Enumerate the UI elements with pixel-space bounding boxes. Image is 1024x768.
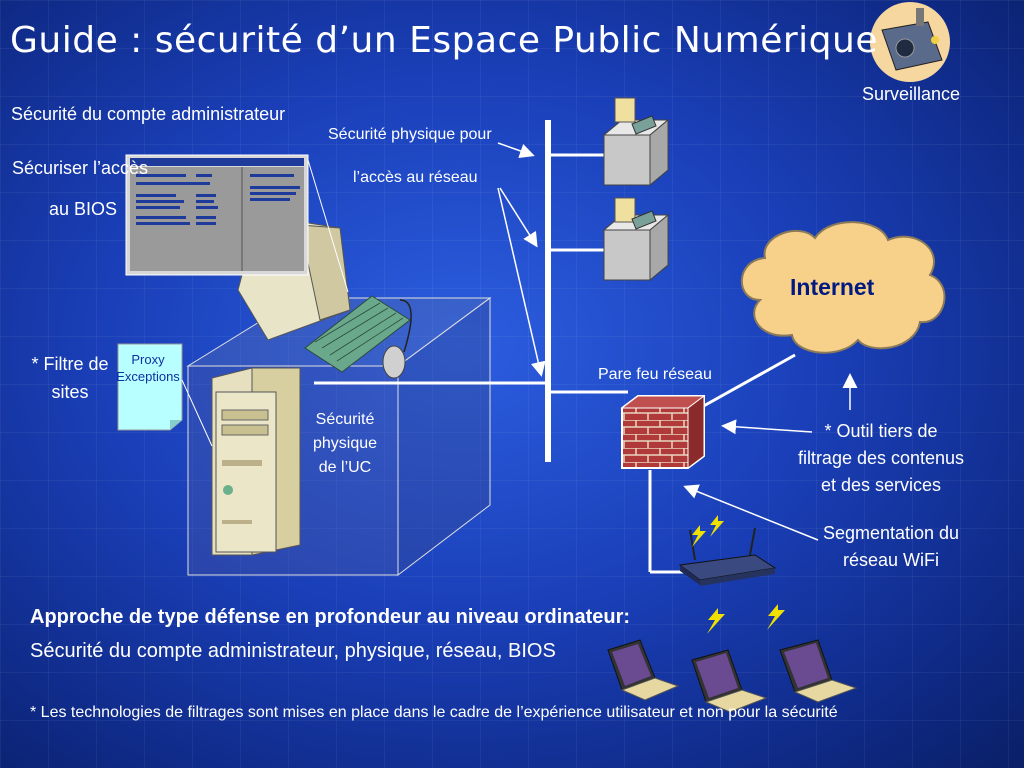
approach-detail: Sécurité du compte administrateur, physi… bbox=[30, 640, 556, 662]
tool-line2: filtrage des contenus bbox=[797, 448, 965, 468]
tool-line3: et des services bbox=[820, 475, 942, 495]
footnote: * Les technologies de filtrages sont mis… bbox=[30, 704, 838, 721]
physical-net-line1: Sécurité physique pour bbox=[328, 126, 492, 143]
uc-line2: physique bbox=[312, 435, 378, 452]
wifi-router-icon bbox=[678, 515, 777, 586]
bios-label-line2: au BIOS bbox=[49, 199, 118, 219]
laptop-2-icon bbox=[691, 608, 768, 713]
bios-label-line1: Sécuriser l’accès bbox=[12, 158, 149, 178]
uc-line3: de l’UC bbox=[318, 459, 372, 476]
surveillance-label: Surveillance bbox=[862, 84, 961, 104]
wifi-line2: réseau WiFi bbox=[842, 550, 940, 570]
site-filter-label: * Filtre de sites bbox=[22, 350, 118, 406]
internet-cloud bbox=[740, 221, 946, 354]
site-filter-line2: sites bbox=[51, 382, 89, 402]
uc-security-label: Sécurité physique de l’UC bbox=[300, 408, 390, 480]
bios-screen-image bbox=[125, 154, 309, 276]
uc-line1: Sécurité bbox=[315, 411, 375, 428]
tower-pc-icon bbox=[211, 367, 301, 556]
mouse-icon bbox=[382, 299, 412, 379]
laptop-3-icon bbox=[767, 604, 858, 703]
proxy-exceptions-note: Proxy Exceptions bbox=[112, 351, 184, 385]
site-filter-line1: * Filtre de bbox=[31, 354, 109, 374]
firewall-label: Pare feu réseau bbox=[598, 366, 712, 383]
proxy-line2: Exceptions bbox=[116, 369, 180, 384]
internet-label: Internet bbox=[790, 274, 875, 300]
annotation-arrows bbox=[497, 142, 858, 541]
network-backbone bbox=[314, 120, 796, 574]
physical-net-line2: l’accès au réseau bbox=[353, 169, 478, 186]
surveillance-camera-icon bbox=[870, 2, 950, 82]
approach-heading: Approche de type défense en profondeur a… bbox=[30, 606, 631, 628]
firewall-icon bbox=[620, 395, 706, 469]
laptop-1-icon bbox=[607, 639, 680, 701]
tool-line1: * Outil tiers de bbox=[824, 421, 938, 441]
server-cabinet-1 bbox=[602, 97, 670, 187]
server-cabinet-2 bbox=[602, 197, 670, 282]
keyboard-icon bbox=[304, 295, 411, 373]
page-title: Guide : sécurité d’un Espace Public Numé… bbox=[10, 20, 878, 61]
proxy-note bbox=[117, 343, 183, 431]
admin-security-label: Sécurité du compte administrateur bbox=[11, 104, 286, 124]
wifi-line1: Segmentation du bbox=[822, 523, 960, 543]
tool-filter-label: * Outil tiers de filtrage des contenus e… bbox=[778, 418, 984, 499]
proxy-line1: Proxy bbox=[131, 352, 165, 367]
wifi-segmentation-label: Segmentation du réseau WiFi bbox=[808, 520, 974, 574]
